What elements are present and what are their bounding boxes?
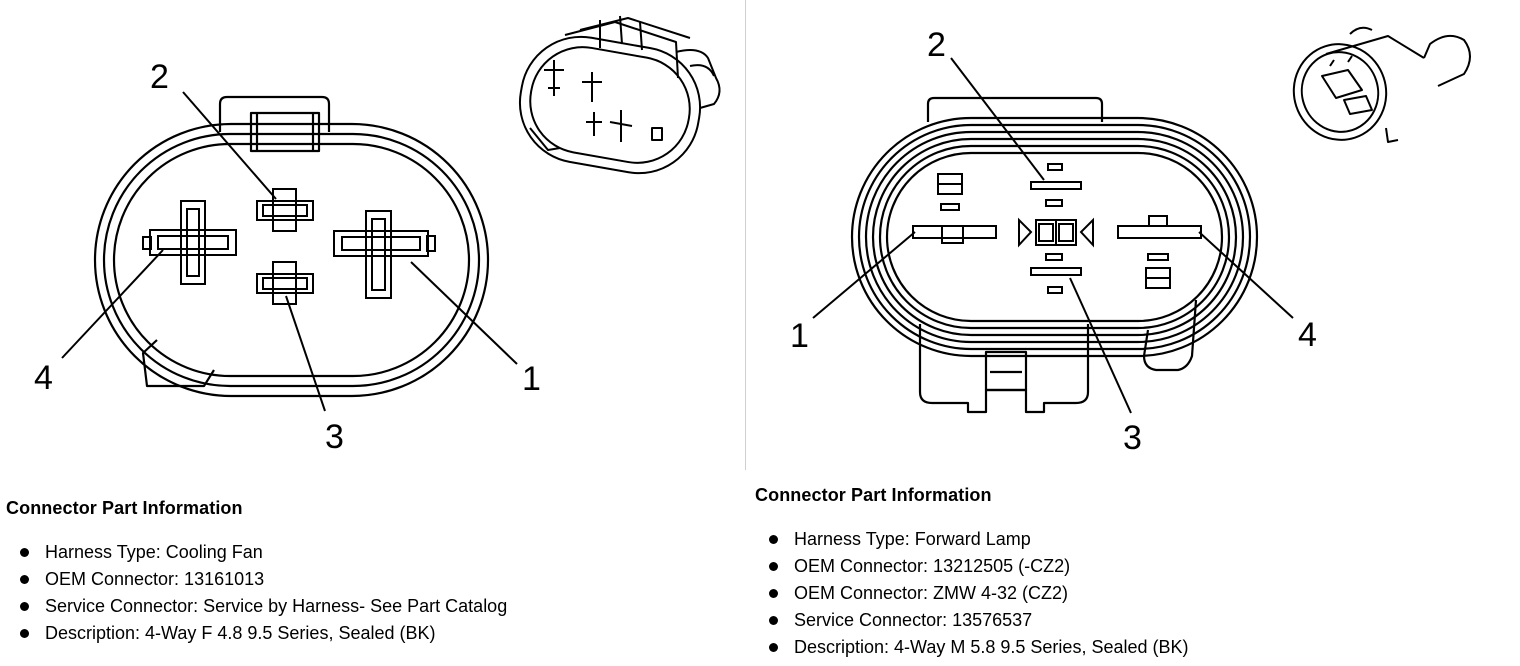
info-item-description: Description: 4-Way F 4.8 9.5 Series, Sea… [6, 620, 507, 647]
info-heading: Connector Part Information [755, 485, 992, 505]
bottom-latch [918, 324, 1090, 414]
left-connector-3d-thumbnail [518, 15, 721, 175]
right-connector-face-view: 2 1 4 3 [790, 26, 1471, 457]
pin-cavity-3 [256, 261, 314, 305]
right-connector-part-info: Connector Part Information Harness Type:… [755, 485, 1189, 661]
left-connector-diagram: 2 4 1 3 [0, 0, 745, 470]
info-item-oem-connector-cz2: OEM Connector: ZMW 4-32 (CZ2) [755, 580, 1189, 607]
right-connector-diagram: 2 1 4 3 [748, 0, 1520, 470]
pin-cavity-2 [256, 188, 314, 232]
pin-cavity-4 [1117, 215, 1202, 289]
connector-housing [93, 122, 490, 398]
pin-cavity-2 [1030, 163, 1082, 207]
pin-label-2: 2 [150, 58, 169, 96]
info-heading: Connector Part Information [6, 498, 243, 518]
connector-housing [850, 116, 1259, 358]
pin-cavity-3 [1030, 253, 1082, 294]
info-item-harness-type: Harness Type: Forward Lamp [755, 526, 1189, 553]
info-item-service-connector: Service Connector: 13576537 [755, 607, 1189, 634]
latch-tab [218, 95, 331, 132]
leader-line-1 [410, 261, 518, 365]
pin-cavity-1 [333, 210, 436, 299]
latch-window [249, 111, 321, 153]
pin-label-4: 4 [1298, 316, 1317, 354]
info-item-harness-type: Harness Type: Cooling Fan [6, 539, 507, 566]
panel-divider [745, 0, 746, 470]
leader-line-2 [182, 91, 277, 200]
pin-cavity-1 [912, 173, 997, 244]
left-connector-face-view: 2 4 1 3 [34, 15, 721, 456]
side-lug [1142, 299, 1198, 372]
pin-label-2: 2 [927, 26, 946, 64]
pin-label-1: 1 [790, 317, 809, 355]
info-list: Harness Type: Cooling Fan OEM Connector:… [6, 539, 507, 647]
leader-line-2 [950, 57, 1045, 181]
info-item-oem-connector: OEM Connector: 13161013 [6, 566, 507, 593]
info-item-service-connector: Service Connector: Service by Harness- S… [6, 593, 507, 620]
center-index-key [1018, 217, 1094, 248]
left-connector-part-info: Connector Part Information Harness Type:… [6, 498, 507, 647]
leader-line-4 [61, 249, 164, 359]
leader-line-3 [285, 295, 326, 412]
pin-label-3: 3 [1123, 419, 1142, 457]
key-tab [141, 339, 215, 388]
pin-label-1: 1 [522, 360, 541, 398]
info-item-oem-connector: OEM Connector: 13212505 (-CZ2) [755, 553, 1189, 580]
pin-cavity-4 [142, 200, 237, 285]
right-connector-3d-thumbnail [1292, 26, 1471, 143]
pin-label-4: 4 [34, 359, 53, 397]
info-list: Harness Type: Forward Lamp OEM Connector… [755, 526, 1189, 661]
info-item-description: Description: 4-Way M 5.8 9.5 Series, Sea… [755, 634, 1189, 661]
pin-label-3: 3 [325, 418, 344, 456]
latch-tab [926, 96, 1104, 122]
leader-line-1 [812, 231, 916, 319]
leader-line-3 [1069, 277, 1132, 414]
leader-line-4 [1198, 231, 1294, 319]
